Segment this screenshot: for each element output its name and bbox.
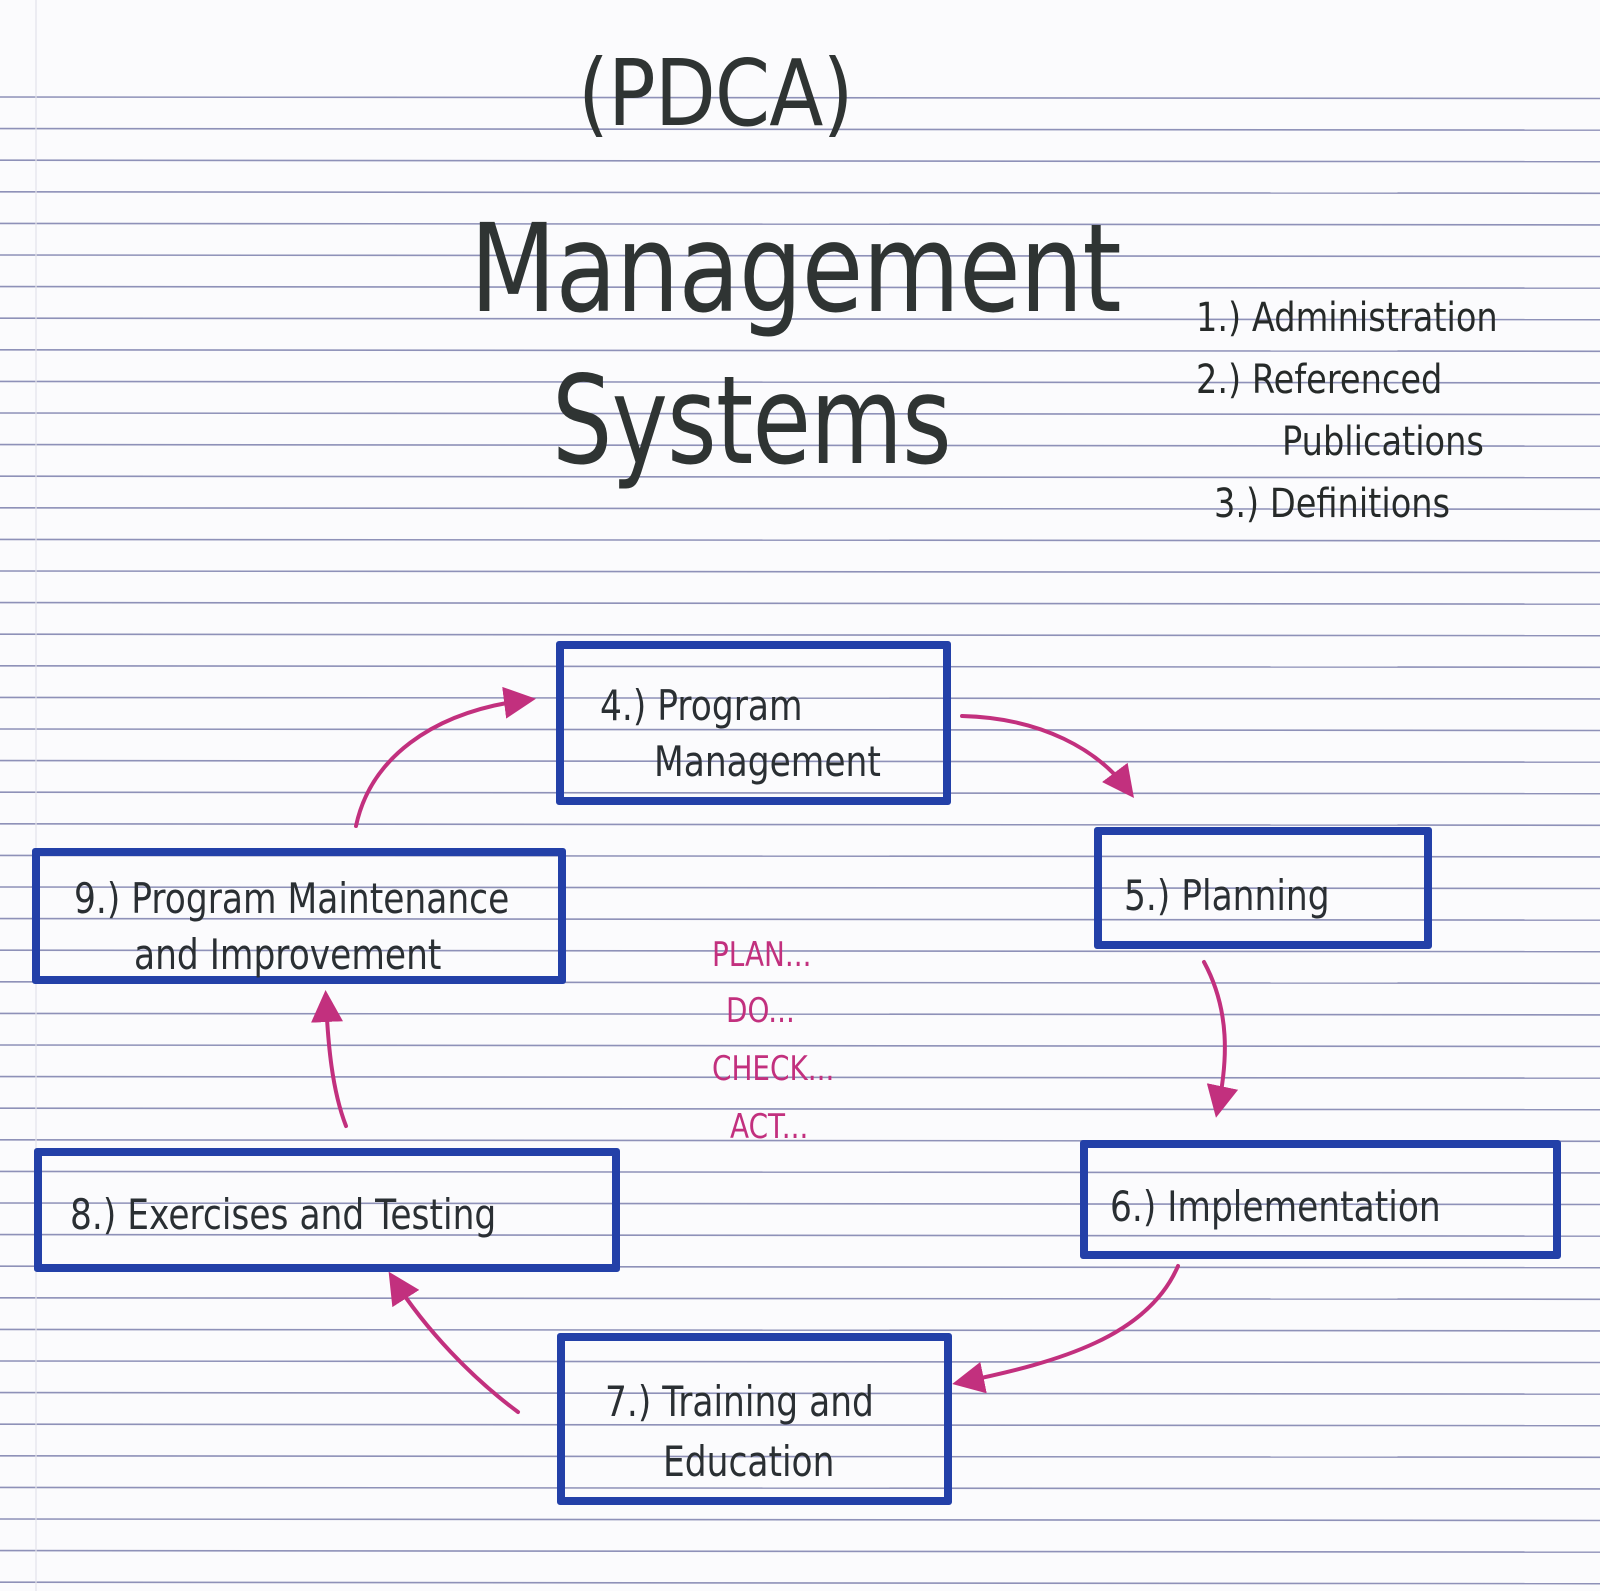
- ruled-line: [0, 791, 1600, 795]
- cycle-word-do: DO...: [726, 991, 795, 1031]
- step-box-implementation: 6.) Implementation: [1080, 1140, 1561, 1259]
- step-label-maintenance-improvement-line2: and Improvement: [134, 930, 442, 979]
- cycle-word-check: CHECK...: [712, 1049, 835, 1089]
- ruled-line: [0, 1202, 1600, 1206]
- ruled-line: [0, 759, 1600, 763]
- step-label-program-management-line1: 4.) Program: [600, 681, 803, 730]
- ruled-line: [0, 1391, 1600, 1395]
- cycle-word-act: ACT...: [730, 1107, 809, 1147]
- ruled-line: [0, 664, 1600, 669]
- ruled-line: [0, 1581, 1600, 1585]
- ruled-line: [0, 1107, 1600, 1111]
- ruled-line: [0, 1423, 1600, 1427]
- ruled-line: [0, 475, 1600, 479]
- step-box-exercises-testing: 8.) Exercises and Testing: [34, 1148, 620, 1272]
- ruled-line: [0, 1518, 1600, 1522]
- step-label-maintenance-improvement-line1: 9.) Program Maintenance: [74, 874, 510, 923]
- ruled-line: [0, 1044, 1600, 1048]
- ruled-line: [0, 570, 1600, 574]
- ruled-line: [0, 506, 1600, 511]
- ruled-line: [0, 696, 1600, 700]
- step-label-exercises-testing: 8.) Exercises and Testing: [70, 1190, 497, 1239]
- ruled-line: [0, 1328, 1600, 1332]
- ruled-line: [0, 443, 1600, 447]
- ruled-line: [0, 538, 1600, 542]
- ruled-line: [0, 1297, 1600, 1301]
- step-label-training-education-line2: Education: [663, 1437, 835, 1486]
- ruled-line: [0, 317, 1600, 321]
- side-list-item-publications: Publications: [1282, 419, 1484, 465]
- ruled-line: [0, 1233, 1600, 1237]
- ruled-line: [0, 886, 1600, 890]
- ruled-line: [0, 191, 1600, 195]
- side-list-item-definitions: 3.) Definitions: [1214, 481, 1451, 527]
- ruled-line: [0, 1455, 1600, 1459]
- ruled-line: [0, 1360, 1600, 1364]
- ruled-line: [0, 1486, 1600, 1490]
- ruled-line: [0, 1549, 1600, 1553]
- step-box-planning: 5.) Planning: [1094, 827, 1432, 949]
- side-list-item-referenced: 2.) Referenced: [1196, 357, 1443, 403]
- ruled-line: [0, 159, 1600, 163]
- ruled-line: [0, 222, 1600, 226]
- ruled-line: [0, 601, 1600, 605]
- step-box-maintenance-improvement: 9.) Program Maintenance and Improvement: [32, 848, 566, 984]
- step-box-program-management: 4.) Program Management: [556, 641, 951, 805]
- ruled-line: [0, 96, 1600, 100]
- title-abbreviation: (PDCA): [578, 40, 853, 147]
- title-line-management: Management: [470, 198, 1122, 340]
- ruled-line: [0, 380, 1600, 384]
- ruled-line: [0, 254, 1600, 258]
- cycle-word-plan: PLAN...: [712, 935, 812, 975]
- ruled-line: [0, 348, 1600, 353]
- ruled-line: [0, 822, 1600, 827]
- step-label-planning: 5.) Planning: [1124, 871, 1330, 920]
- ruled-line: [0, 412, 1600, 416]
- side-list-item-administration: 1.) Administration: [1196, 295, 1498, 341]
- ruled-line: [0, 127, 1600, 131]
- ruled-line: [0, 1170, 1600, 1174]
- step-label-training-education-line1: 7.) Training and: [605, 1377, 874, 1426]
- ruled-line: [0, 633, 1600, 637]
- ruled-line: [0, 728, 1600, 732]
- step-box-training-education: 7.) Training and Education: [557, 1333, 952, 1505]
- ruled-line: [0, 949, 1600, 953]
- ruled-line: [0, 1012, 1600, 1016]
- step-label-program-management-line2: Management: [654, 737, 881, 786]
- step-label-implementation: 6.) Implementation: [1110, 1182, 1441, 1231]
- ruled-line: [0, 917, 1600, 921]
- title-line-systems: Systems: [552, 350, 952, 492]
- ruled-line: [0, 285, 1600, 289]
- ruled-line: [0, 1075, 1600, 1079]
